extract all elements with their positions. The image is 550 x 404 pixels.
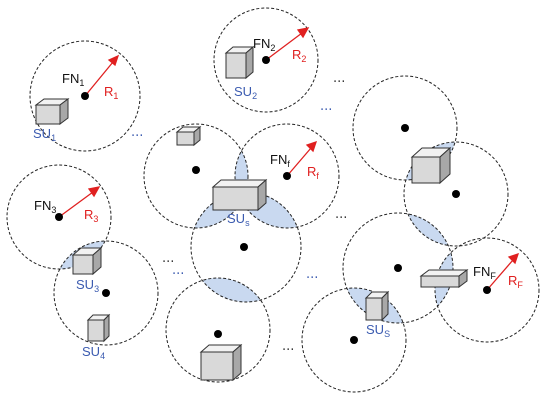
- fog-node-top-right: [401, 124, 409, 132]
- coverage-circle-central: [143, 123, 249, 229]
- coverage-circle-right-lower: [342, 212, 454, 324]
- fog-node-4: [102, 289, 110, 297]
- radius-arrow-r1: [84, 54, 120, 97]
- sus-label: SUs: [227, 211, 250, 228]
- radius-arrow-rF: [486, 252, 520, 291]
- labels: FN1 FN2 FN3 FNf FNF R1 R2 R3 Rf RF SU1 S…: [33, 36, 523, 361]
- su-box-bottom-left: [199, 343, 243, 382]
- su1-box: [34, 98, 70, 125]
- fog-node-1: [81, 92, 89, 100]
- su3-label: SU3: [76, 277, 99, 294]
- coverage-circle-top-right: [352, 75, 458, 181]
- su4-box: [86, 313, 111, 343]
- fog-node-bottom-right: [350, 336, 358, 344]
- ellipsis-5: ...: [162, 251, 174, 266]
- coverage-circle-middle: [190, 191, 302, 303]
- radius-arrow-rf: [286, 140, 318, 177]
- ellipsis-marks: ... ... ... ... ... ... ... ...: [131, 71, 347, 354]
- coverage-circle-fn1: [29, 40, 141, 152]
- fog-node-3: [55, 213, 63, 221]
- sus-box: [211, 178, 268, 212]
- coverage-circle-fnf: [234, 123, 340, 229]
- fog-node-F: [483, 286, 491, 294]
- rf-label: Rf: [307, 164, 319, 181]
- fnf-label: FNf: [270, 152, 290, 169]
- fog-node-mid-right: [452, 190, 460, 198]
- coverage-circle-fnF: [434, 237, 540, 343]
- fn2-label: FN2: [253, 36, 275, 53]
- fog-node-right-lower: [394, 264, 402, 272]
- ellipsis-3: ...: [320, 99, 332, 114]
- suS-box: [364, 290, 390, 322]
- radius-arrow-r3: [58, 186, 101, 218]
- r3-label: R3: [84, 207, 98, 224]
- ellipsis-4: ...: [335, 207, 347, 222]
- fog-node-central: [192, 166, 200, 174]
- coverage-circle-bottom-right: [301, 287, 407, 393]
- coverage-circle-fn3: [6, 164, 112, 270]
- radius-arrow-r2: [265, 27, 310, 61]
- coverage-circle-bottom-left: [165, 277, 271, 383]
- smart-user-boxes: [34, 45, 469, 382]
- su2-label: SU2: [234, 84, 257, 101]
- rF-label: RF: [508, 273, 523, 290]
- fog-node-f: [283, 172, 291, 180]
- ellipsis-8: ...: [282, 339, 294, 354]
- fnF-label: FNF: [473, 264, 496, 281]
- r1-label: R1: [104, 84, 118, 101]
- coverage-circles: [6, 7, 540, 393]
- overlap-main-mid: [191, 192, 248, 228]
- su-box-top-right: [410, 146, 452, 185]
- su-box-flat-right: [419, 269, 469, 288]
- fn1-label: FN1: [62, 71, 84, 88]
- ellipsis-1: ...: [131, 125, 143, 140]
- fn3-label: FN3: [34, 198, 56, 215]
- fog-node-middle: [240, 243, 248, 251]
- overlap-f-mid: [235, 192, 301, 228]
- su3-box: [71, 246, 103, 276]
- coverage-circle-su4: [53, 240, 159, 346]
- su1-label: SU1: [33, 126, 56, 143]
- suS-label: SUS: [366, 322, 390, 339]
- coverage-circle-mid-right: [403, 141, 509, 247]
- ellipsis-6: ...: [172, 263, 184, 278]
- radius-arrows: [58, 27, 520, 291]
- ellipsis-2: ...: [333, 71, 345, 86]
- fog-node-2: [262, 56, 270, 64]
- r2-label: R2: [292, 47, 306, 64]
- overlap-regions: [54, 124, 457, 323]
- su-box-central-top: [175, 125, 202, 147]
- fog-nodes: [55, 56, 491, 344]
- su2-box: [224, 45, 255, 80]
- coverage-circle-fn2: [213, 7, 319, 113]
- fog-node-bottom-left: [214, 330, 222, 338]
- ellipsis-7: ...: [306, 267, 318, 282]
- su4-label: SU4: [82, 344, 105, 361]
